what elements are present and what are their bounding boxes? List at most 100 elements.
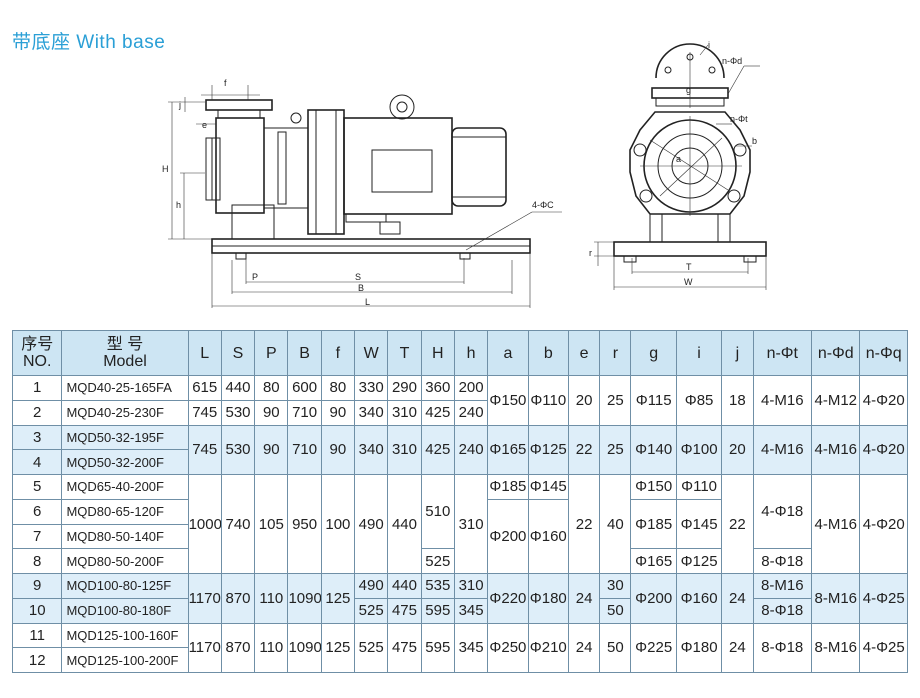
cell-n-phit: 8-Φ18 bbox=[752, 597, 813, 624]
cell-n-phiq: 4-Φ20 bbox=[859, 424, 908, 475]
label-P: P bbox=[252, 272, 258, 282]
cell-f: 125 bbox=[320, 622, 356, 673]
cell-f: 80 bbox=[320, 375, 356, 401]
cell-h: 345 bbox=[453, 597, 489, 624]
cell-no: 4 bbox=[11, 449, 63, 475]
cell-no: 2 bbox=[11, 399, 63, 426]
cell-a: Φ165 bbox=[487, 424, 529, 475]
cell-P: 80 bbox=[254, 375, 289, 401]
cell-n-phit: 8-Φ18 bbox=[752, 548, 813, 574]
header-n-phit: n-Φt bbox=[752, 330, 813, 376]
label-f: f bbox=[224, 78, 227, 88]
cell-S: 440 bbox=[220, 375, 256, 401]
cell-n-phid: 4-M16 bbox=[811, 424, 861, 475]
cell-r: 50 bbox=[599, 622, 632, 673]
pump-dimension-drawing: f j e H h P S B L 4-ΦC bbox=[162, 40, 767, 308]
cell-W: 340 bbox=[354, 424, 389, 475]
cell-n-phit: 4-Φ18 bbox=[752, 473, 813, 550]
cell-i: Φ85 bbox=[675, 375, 723, 426]
cell-a: Φ150 bbox=[487, 375, 529, 426]
cell-no: 6 bbox=[11, 498, 63, 525]
cell-n-phid: 4-M16 bbox=[811, 474, 861, 574]
cell-B: 600 bbox=[287, 375, 322, 401]
cell-b: Φ180 bbox=[527, 573, 569, 624]
cell-r: 30 bbox=[599, 573, 632, 599]
cell-H: 595 bbox=[420, 597, 455, 624]
table-row: 3 MQD50-32-195F 745 530 90 710 90 340 31… bbox=[11, 424, 908, 475]
label-b: b bbox=[752, 136, 757, 146]
cell-n-phiq: 4-Φ20 bbox=[859, 474, 908, 574]
cell-e: 24 bbox=[567, 622, 601, 673]
cell-P: 110 bbox=[254, 622, 289, 673]
cell-no: 3 bbox=[11, 424, 63, 451]
cell-no: 8 bbox=[11, 548, 63, 574]
cell-L: 745 bbox=[187, 424, 222, 475]
cell-W: 490 bbox=[354, 474, 389, 574]
label-j: j bbox=[178, 100, 181, 110]
cell-model: MQD50-32-195F bbox=[61, 424, 189, 451]
cell-g: Φ200 bbox=[630, 573, 677, 624]
header-P: P bbox=[254, 330, 289, 376]
cell-g: Φ165 bbox=[630, 548, 677, 574]
pump-casing bbox=[215, 117, 265, 214]
cell-h: 240 bbox=[453, 424, 489, 475]
cell-L: 1000 bbox=[187, 474, 222, 574]
cell-B: 710 bbox=[287, 399, 322, 426]
table-row: 7 MQD80-50-140F bbox=[11, 523, 908, 550]
top-flange bbox=[655, 43, 725, 79]
cell-T: 475 bbox=[387, 622, 422, 673]
cell-j: 24 bbox=[721, 622, 754, 673]
label-g: g bbox=[686, 85, 691, 95]
label-h: h bbox=[176, 200, 181, 210]
cell-e: 22 bbox=[567, 424, 601, 475]
discharge-flange bbox=[205, 99, 273, 111]
cell-T: 310 bbox=[387, 424, 422, 475]
cell-b: Φ210 bbox=[527, 622, 569, 673]
cell-S: 530 bbox=[220, 399, 256, 426]
cell-model: MQD80-50-140F bbox=[61, 523, 189, 550]
label-B: B bbox=[358, 283, 364, 293]
header-g: g bbox=[630, 330, 677, 376]
header-j: j bbox=[721, 330, 754, 376]
cell-e: 20 bbox=[567, 375, 601, 426]
cell-P: 90 bbox=[254, 424, 289, 475]
cell-n-phid: 4-M12 bbox=[811, 375, 861, 426]
cell-no: 10 bbox=[11, 597, 63, 624]
cell-h: 310 bbox=[453, 474, 489, 574]
cell-model: MQD65-40-200F bbox=[61, 474, 189, 500]
cell-b: Φ110 bbox=[527, 375, 569, 426]
label-n-phid: n-Φd bbox=[722, 56, 742, 66]
page-title: 带底座 With base bbox=[12, 32, 166, 53]
header-f: f bbox=[320, 330, 356, 376]
cell-P: 105 bbox=[254, 474, 289, 574]
cell-L: 1170 bbox=[187, 573, 222, 624]
label-T: T bbox=[686, 262, 692, 272]
cell-L: 745 bbox=[187, 399, 222, 426]
cell-n-phit: 8-M16 bbox=[752, 573, 813, 599]
cell-T: 475 bbox=[387, 597, 422, 624]
label-L: L bbox=[365, 297, 370, 307]
cell-g: Φ150 bbox=[630, 474, 677, 500]
cell-b: Φ160 bbox=[527, 498, 569, 575]
cell-n-phiq: 4-Φ20 bbox=[859, 375, 908, 426]
lifting-eye bbox=[389, 94, 415, 120]
cell-W: 525 bbox=[354, 597, 389, 624]
cell-P: 90 bbox=[254, 399, 289, 426]
label-W: W bbox=[684, 277, 693, 287]
header-a: a bbox=[487, 330, 529, 376]
header-n-phid: n-Φd bbox=[811, 330, 861, 376]
cell-W: 330 bbox=[354, 375, 389, 401]
cell-n-phit: 8-Φ18 bbox=[752, 622, 813, 673]
cell-r: 25 bbox=[599, 424, 632, 475]
cell-model: MQD50-32-200F bbox=[61, 449, 189, 475]
cell-r: 50 bbox=[599, 597, 632, 624]
label-e: e bbox=[202, 120, 207, 130]
cell-n-phiq: 4-Φ25 bbox=[859, 622, 908, 673]
header-L: L bbox=[187, 330, 222, 376]
table-row: 12 MQD125-100-200F bbox=[11, 647, 908, 673]
cell-W: 340 bbox=[354, 399, 389, 426]
cell-a: Φ250 bbox=[487, 622, 529, 673]
